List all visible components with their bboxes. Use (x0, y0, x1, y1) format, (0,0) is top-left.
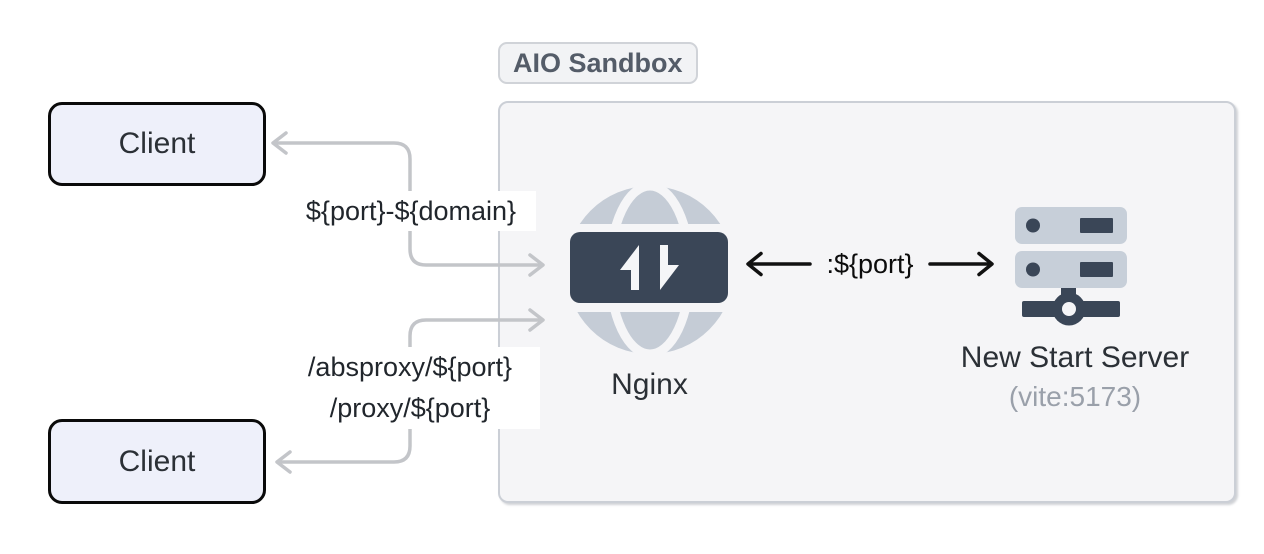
arrowhead-left-icon (271, 131, 288, 155)
aio-sandbox-container (498, 101, 1236, 503)
client-bottom-label: Client (118, 444, 196, 478)
client-node-bottom: Client (48, 419, 266, 504)
client-top-label: Client (118, 127, 196, 160)
proxy-route-label: /proxy/${port} (329, 393, 491, 423)
server-subcaption: (vite:5173) (1008, 381, 1142, 412)
aio-sandbox-label: AIO Sandbox (498, 42, 698, 84)
nginx-caption: Nginx (611, 368, 688, 401)
absproxy-route-label: /absproxy/${port} (307, 352, 513, 382)
client-node-top: Client (48, 102, 266, 186)
subdomain-route-label: ${port}-${domain} (286, 191, 536, 231)
server-caption: New Start Server (960, 341, 1190, 374)
internal-port-label: :${port} (826, 249, 914, 279)
arrowhead-left-icon (275, 450, 292, 474)
proxy-routes-label: /absproxy/${port} /proxy/${port} (280, 347, 540, 429)
